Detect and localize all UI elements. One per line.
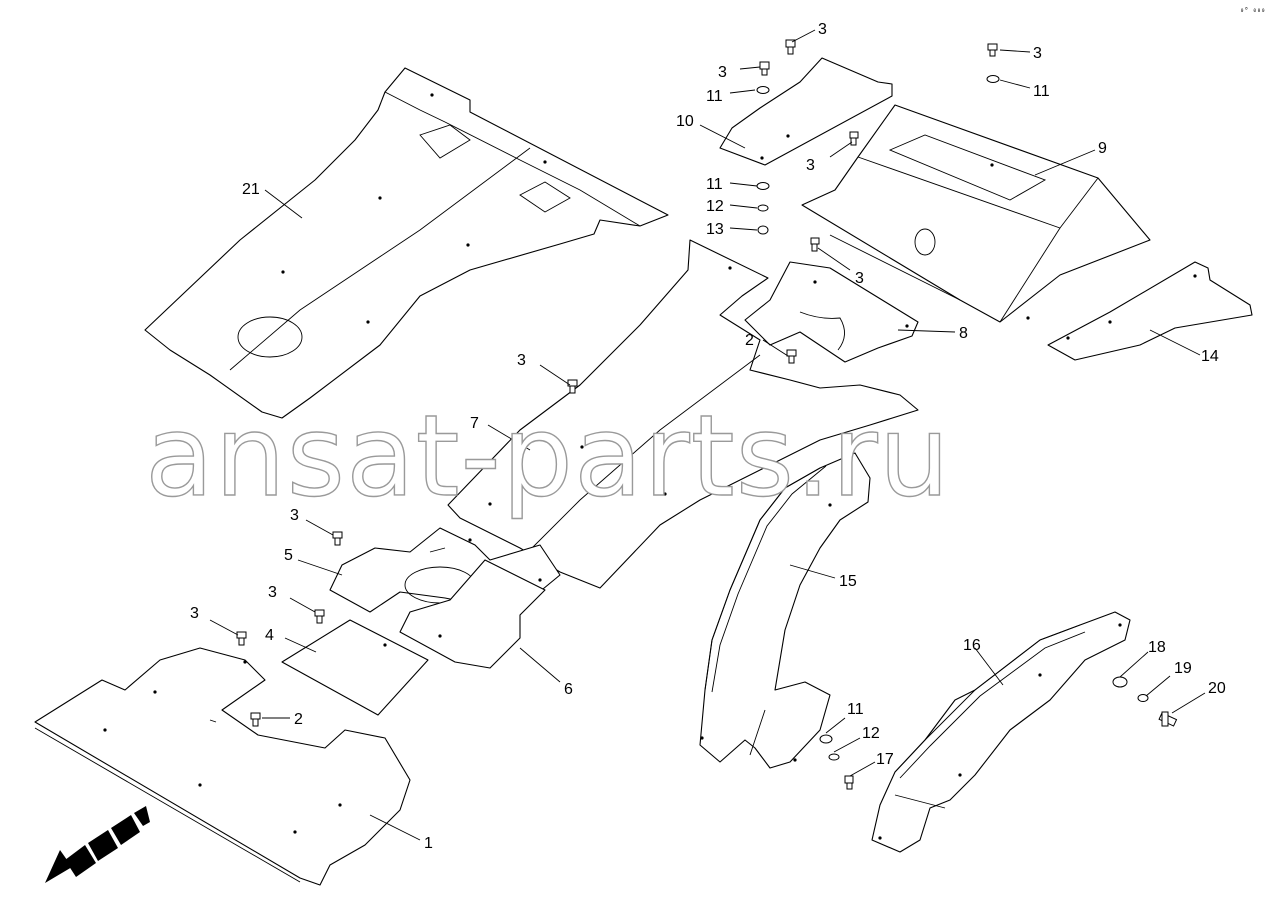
part-4-plate[interactable]: [281, 619, 429, 716]
callout-6: 6: [564, 681, 573, 698]
callout-10: 10: [676, 113, 694, 130]
callout-21: 21: [242, 181, 260, 198]
bolt-icon: [810, 237, 820, 252]
part-10-plate[interactable]: [719, 57, 893, 166]
hardware: [236, 39, 1178, 790]
leader-lines: [209, 29, 1206, 841]
callout-12: 12: [862, 725, 880, 742]
bolt-icon: [786, 349, 797, 364]
washer-icon: [756, 86, 770, 94]
bolt-icon: [314, 609, 325, 624]
part-9-cover-box[interactable]: [801, 104, 1151, 323]
callouts: 1 2 2 3 3 3 3 3 3 3 3 3 3 4 5 6 7 8 9 10…: [190, 21, 1226, 852]
callout-13: 13: [706, 221, 724, 238]
part-15-fender[interactable]: [699, 452, 871, 769]
callout-3: 3: [290, 507, 299, 524]
callout-11: 11: [706, 176, 723, 193]
callout-3: 3: [818, 21, 827, 38]
bolt-icon: [987, 43, 998, 57]
callout-3: 3: [517, 352, 526, 369]
bolt-icon: [759, 61, 770, 76]
bolt-icon: [849, 131, 859, 146]
part-8-bracket[interactable]: [744, 261, 919, 363]
callout-3: 3: [1033, 45, 1042, 62]
bolt-icon: [844, 775, 854, 790]
bolt-icon: [236, 631, 247, 646]
washer-icon: [819, 734, 833, 744]
part-16-rear-fender[interactable]: [871, 611, 1131, 853]
callout-14: 14: [1201, 348, 1219, 365]
lock-washer-icon: [757, 204, 769, 212]
callout-16: 16: [963, 637, 981, 654]
washer-icon: [986, 75, 1000, 83]
callout-3: 3: [806, 157, 815, 174]
callout-3: 3: [190, 605, 199, 622]
part-21-floor-panel[interactable]: [144, 67, 669, 419]
callout-11: 11: [847, 701, 864, 718]
callout-3: 3: [718, 64, 727, 81]
callout-5: 5: [284, 547, 293, 564]
part-1-floor-plate[interactable]: [34, 647, 411, 886]
bolt-icon: [567, 379, 578, 394]
bolt-icon: [250, 712, 261, 727]
callout-3: 3: [268, 584, 277, 601]
bolt-icon: [785, 39, 796, 55]
callout-4: 4: [265, 627, 274, 644]
callout-8: 8: [959, 325, 968, 342]
callout-18: 18: [1148, 639, 1166, 656]
forward-direction-arrow-icon: [45, 806, 150, 883]
callout-11: 11: [706, 88, 723, 105]
callout-17: 17: [876, 751, 894, 768]
bolt-icon: [332, 531, 343, 546]
lock-washer-icon: [828, 753, 840, 761]
callout-3: 3: [855, 270, 864, 287]
callout-2: 2: [294, 711, 303, 728]
corner-mark: ₀⁰ ₀₀₀: [1240, 6, 1265, 14]
part-14-side-plate[interactable]: [1047, 261, 1253, 361]
callout-2: 2: [745, 332, 754, 349]
washer-icon: [1137, 694, 1149, 702]
callout-12: 12: [706, 198, 724, 215]
callout-9: 9: [1098, 140, 1107, 157]
part-7-center-panel[interactable]: [447, 239, 919, 589]
washer-icon: [1112, 676, 1128, 688]
washer-icon: [756, 182, 770, 190]
nut-icon: [757, 225, 769, 235]
bolt-icon: [1158, 711, 1178, 727]
watermark-text: ansat-parts.ru: [145, 392, 951, 522]
part-6-plate[interactable]: [399, 559, 546, 669]
callout-20: 20: [1208, 680, 1226, 697]
callout-1: 1: [424, 835, 433, 852]
callout-11: 11: [1033, 83, 1050, 100]
callout-19: 19: [1174, 660, 1192, 677]
callout-15: 15: [839, 573, 857, 590]
callout-7: 7: [470, 415, 479, 432]
